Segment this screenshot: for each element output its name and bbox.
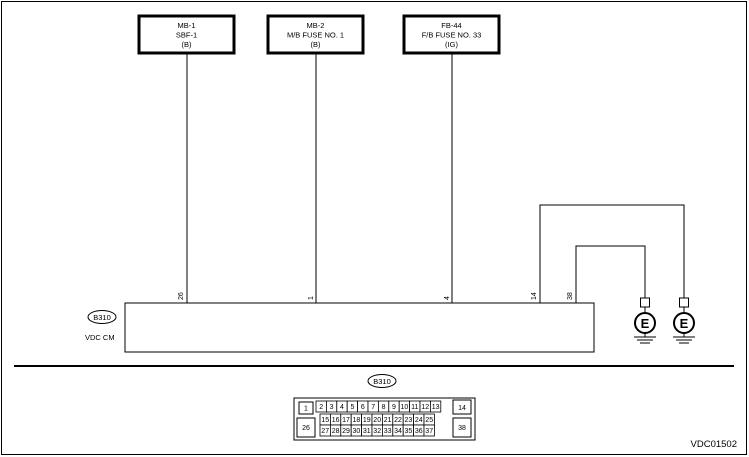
ground-1-label: E xyxy=(641,316,650,331)
connector-pin-number: 33 xyxy=(384,428,392,435)
diagram-code: VDC01502 xyxy=(691,439,737,450)
connector-pin-number: 34 xyxy=(394,428,402,435)
connector-pin-number: 6 xyxy=(361,404,365,411)
fuse-box-mb1: MB-1 SBF-1 (B) xyxy=(137,14,236,55)
connector-pin-number: 25 xyxy=(425,417,433,424)
connector-pin-number: 24 xyxy=(415,417,423,424)
connector-pin-number: 29 xyxy=(342,428,350,435)
fuse-mb1-line-3: (B) xyxy=(182,40,193,49)
fuse-box-mb2: MB-2 M/B FUSE NO. 1 (B) xyxy=(266,14,365,55)
connector-pin-number: 27 xyxy=(321,428,329,435)
connector-pin-number: 32 xyxy=(373,428,381,435)
connector-pin-number: 7 xyxy=(371,404,375,411)
fuse-fb44-line-1: FB-44 xyxy=(441,21,461,30)
conn-pin-1: 1 xyxy=(304,406,308,413)
module-connector-id: B310 xyxy=(93,313,111,322)
pin-label-38: 38 xyxy=(567,292,574,300)
connector-pin-number: 37 xyxy=(425,428,433,435)
connector-pin-number: 19 xyxy=(363,417,371,424)
connector-pin-number: 11 xyxy=(411,404,418,411)
module-connector-badge: B310 xyxy=(87,310,117,324)
connector-cavity xyxy=(429,400,442,413)
connector-pin-number: 18 xyxy=(353,417,361,424)
connector-pin-number: 23 xyxy=(405,417,413,424)
connector-pin-number: 30 xyxy=(353,428,361,435)
connector-pin-number: 22 xyxy=(394,417,402,424)
module-name: VDC CM xyxy=(85,333,115,342)
connector-pin-number: 28 xyxy=(332,428,340,435)
wire-pin-38-ground xyxy=(575,245,646,303)
fuse-mb2-line-1: MB-2 xyxy=(307,21,325,30)
fuse-mb1-line-2: SBF-1 xyxy=(176,31,197,40)
connector-pin-number: 2 xyxy=(319,404,323,411)
connector-pin-number: 3 xyxy=(330,404,334,411)
connector-cavity xyxy=(423,424,435,437)
ground-2-label: E xyxy=(680,316,689,331)
ground-symbol-2: E xyxy=(673,297,695,344)
fuse-mb2-line-2: M/B FUSE NO. 1 xyxy=(287,31,344,40)
connector-pin-number: 10 xyxy=(401,404,409,411)
connector-pin-number: 16 xyxy=(332,417,340,424)
connector-pin-number: 21 xyxy=(384,417,392,424)
pin-label-1: 1 xyxy=(308,296,315,300)
connector-pin-number: 15 xyxy=(321,417,329,424)
connector-pin-number: 13 xyxy=(432,404,440,411)
connector-pin-number: 35 xyxy=(405,428,413,435)
connector-pin-number: 4 xyxy=(340,404,344,411)
fuse-mb1-line-1: MB-1 xyxy=(178,21,196,30)
connector-pin-number: 17 xyxy=(342,417,350,424)
connector-pin-number: 31 xyxy=(363,428,371,435)
fuse-fb44-line-3: (IG) xyxy=(445,40,458,49)
conn-pin-26: 26 xyxy=(302,425,310,432)
connector-pin-number: 12 xyxy=(421,404,429,411)
connector-pin-number: 9 xyxy=(392,404,396,411)
pin-label-4: 4 xyxy=(444,296,451,300)
connector-view-badge: B310 xyxy=(367,374,397,388)
ground-symbol-1: E xyxy=(634,297,656,344)
conn-pin-38: 38 xyxy=(458,425,466,432)
wire-pin-14-ground xyxy=(539,204,685,303)
connector-pin-number: 5 xyxy=(350,404,354,411)
connector-pin-number: 20 xyxy=(373,417,381,424)
fuse-fb44-line-2: F/B FUSE NO. 33 xyxy=(422,31,482,40)
vdc-cm-module xyxy=(124,302,595,353)
connector-pin-number: 36 xyxy=(415,428,423,435)
fuse-box-fb44: FB-44 F/B FUSE NO. 33 (IG) xyxy=(402,14,501,55)
pin-label-26: 26 xyxy=(178,292,185,300)
fuse-mb2-line-3: (B) xyxy=(311,40,322,49)
conn-pin-14: 14 xyxy=(458,405,466,412)
pin-label-14: 14 xyxy=(531,292,538,300)
connector-pin-number: 8 xyxy=(382,404,386,411)
connector-view-id: B310 xyxy=(373,377,391,386)
